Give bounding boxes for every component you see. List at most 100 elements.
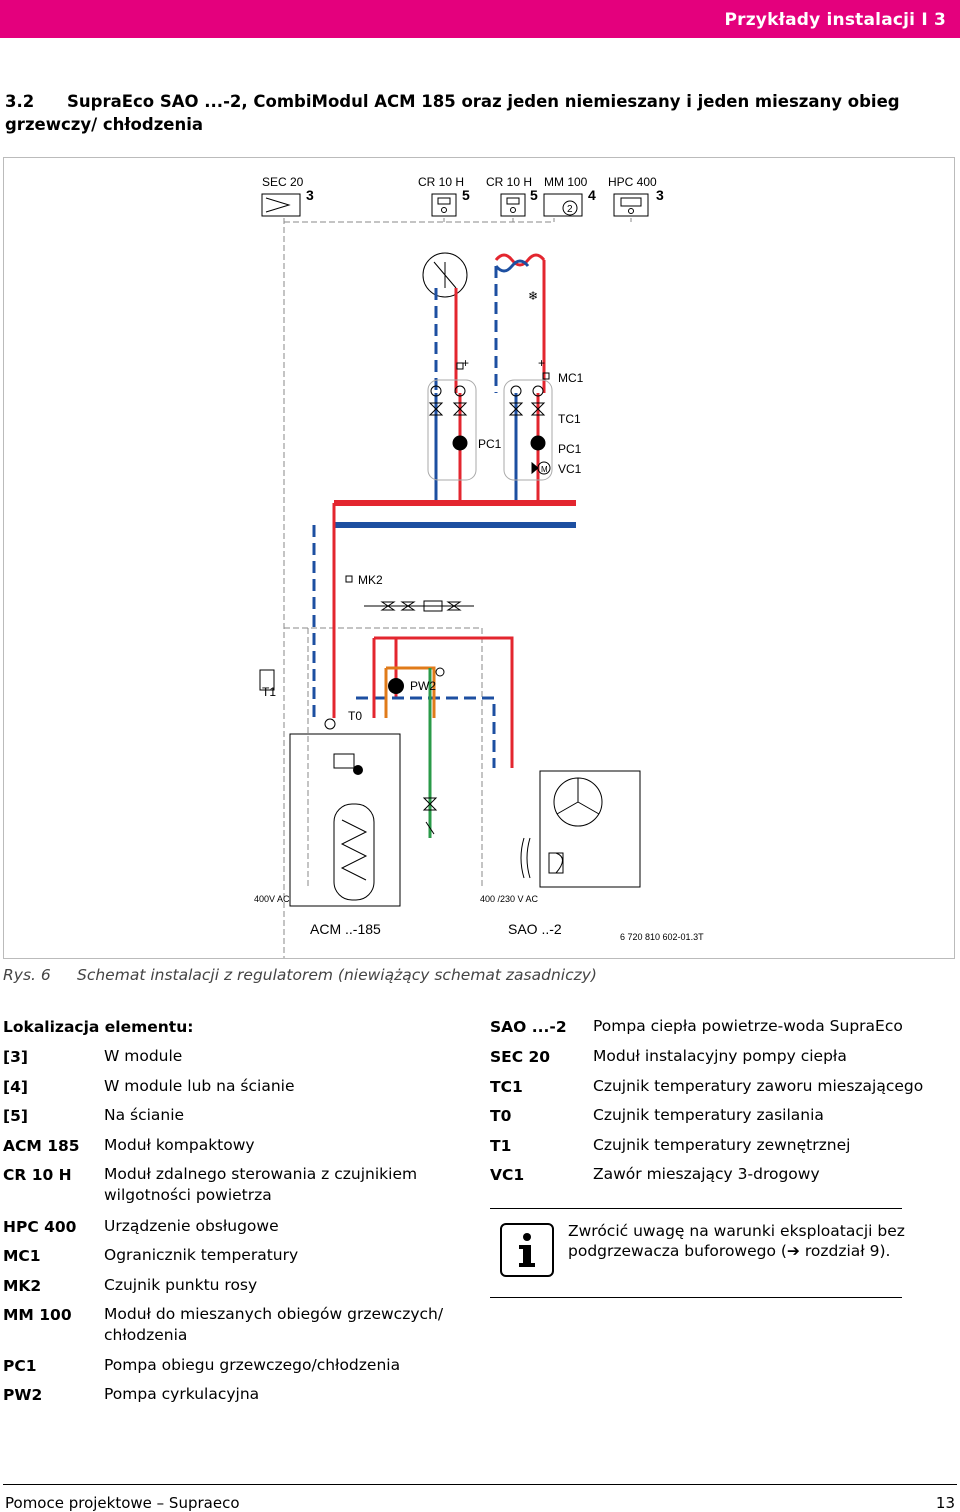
label-mc1: MC1 [558, 371, 584, 385]
label-mk2: MK2 [358, 573, 383, 587]
floor-heating-coil [494, 253, 546, 267]
device-sec20-num: 3 [306, 187, 314, 203]
device-mm100-num: 4 [588, 187, 596, 203]
legend-desc: Na ścianie [104, 1106, 185, 1124]
note-text: Zwrócić uwagę na warunki eksploatacji be… [568, 1222, 905, 1260]
diagram-svg: SEC 20 3 CR 10 H 5 CR 10 H 5 MM 100 4 2 … [254, 175, 704, 958]
radiator-fan-icon [422, 252, 468, 298]
device-sec20-label: SEC 20 [262, 175, 304, 189]
drawing-reference: 6 720 810 602-01.3T [620, 932, 704, 942]
legend-desc: Moduł zdalnego sterowania z czujnikiem w… [104, 1165, 418, 1204]
circuit-2-box [503, 379, 553, 481]
t0-gauge-icon [324, 718, 336, 730]
pump-pc1-right-icon [530, 435, 546, 451]
legend-key: ACM 185 [3, 1137, 80, 1155]
label-t1: T1 [262, 685, 276, 699]
circuit-fittings [428, 362, 551, 475]
motor-label: M [541, 465, 548, 474]
acm-module [289, 733, 401, 907]
plus-sign-1: + [462, 356, 469, 370]
label-tc1: TC1 [558, 412, 581, 426]
legend-desc: Moduł kompaktowy [104, 1136, 255, 1154]
device-mm100-label: MM 100 [544, 175, 588, 189]
section-title-text: SupraEco SAO ...-2, CombiModul ACM 185 o… [5, 92, 900, 134]
page-header-text: Przykłady instalacji I 3 [724, 10, 946, 30]
section-number: 3.2 [5, 92, 35, 111]
legend-desc: Urządzenie obsługowe [104, 1217, 279, 1235]
legend-desc: Czujnik temperatury zasilania [593, 1106, 824, 1124]
legend-desc: Moduł instalacyjny pompy ciepła [593, 1047, 847, 1065]
figure-caption-text: Schemat instalacji z regulatorem (niewią… [77, 966, 597, 984]
device-cr10h-2-num: 5 [530, 187, 538, 203]
label-pc1-right: PC1 [558, 442, 582, 456]
heating-elements: ❄ [422, 252, 546, 303]
legend-key: CR 10 H [3, 1166, 72, 1184]
installation-diagram: SEC 20 3 CR 10 H 5 CR 10 H 5 MM 100 4 2 … [3, 157, 955, 959]
device-cr10h-1-num: 5 [462, 187, 470, 203]
legend-key: [5] [3, 1107, 28, 1125]
legend-desc: Czujnik temperatury zaworu mieszającego [593, 1077, 924, 1095]
label-pc1-left: PC1 [478, 437, 502, 451]
legend-heading: Lokalizacja elementu: [3, 1018, 194, 1036]
label-acm: ACM ..-185 [310, 921, 381, 937]
legend-desc: Zawór mieszający 3-drogowy [593, 1165, 820, 1183]
pw2-pump-icon [388, 678, 404, 694]
legend-key: MC1 [3, 1247, 41, 1265]
label-sao-power: 400 /230 V AC [480, 894, 539, 904]
legend-key: SEC 20 [490, 1048, 551, 1066]
circuit-labels: MC1 TC1 PC1 PC1 VC1 [478, 371, 584, 476]
label-t0: T0 [348, 709, 362, 723]
legend-key: MM 100 [3, 1306, 72, 1324]
legend-desc: Moduł do mieszanych obiegów grzewczych/ … [104, 1305, 444, 1344]
legend-left: Lokalizacja elementu: [3]W module [4]W m… [3, 1018, 473, 1418]
hpc400-icon [613, 193, 649, 217]
figure-caption: Rys. 6 Schemat instalacji z regulatorem (… [3, 966, 597, 984]
snowflake-icon: ❄ [528, 289, 538, 303]
top-devices: SEC 20 3 CR 10 H 5 CR 10 H 5 MM 100 4 2 … [261, 175, 664, 217]
label-acm-power: 400V AC [254, 894, 290, 904]
legend-desc: Pompa obiegu grzewczego/chłodzenia [104, 1356, 401, 1374]
legend-right: SAO ...-2 Pompa ciepła powietrze-woda Sup… [490, 1017, 955, 1198]
legend-key: T0 [490, 1107, 512, 1125]
legend-key: PC1 [3, 1357, 37, 1375]
mk2-sensor-icon [345, 575, 353, 583]
mk2-fittings [364, 600, 474, 612]
sao-unit [539, 770, 641, 888]
control-wiring [283, 218, 632, 958]
note-box: Zwrócić uwagę na warunki eksploatacji be… [490, 1208, 905, 1298]
label-pw2: PW2 [410, 679, 436, 693]
cr10h-2-icon [500, 193, 526, 217]
legend-key: T1 [490, 1137, 512, 1155]
legend-key: VC1 [490, 1166, 525, 1184]
page-number: 13 [935, 1494, 955, 1512]
main-pipes [312, 503, 514, 838]
device-hpc400-label: HPC 400 [608, 175, 657, 189]
t1-sensor-icon [259, 669, 275, 691]
legend-desc: Ogranicznik temperatury [104, 1246, 299, 1264]
legend-desc: W module lub na ścianie [104, 1077, 295, 1095]
device-cr10h-2-label: CR 10 H [486, 175, 532, 189]
label-vc1: VC1 [558, 462, 582, 476]
legend-key: PW2 [3, 1386, 43, 1404]
legend-key: HPC 400 [3, 1218, 77, 1236]
legend-key: [3] [3, 1048, 28, 1066]
legend-key: TC1 [490, 1078, 523, 1096]
info-icon [500, 1223, 554, 1277]
sec20-icon [261, 193, 301, 217]
page-header-bar [0, 0, 960, 38]
legend-desc: Pompa ciepła powietrze-woda SupraEco [593, 1017, 903, 1035]
cr10h-1-icon [431, 193, 457, 217]
plus-sign-2: + [538, 356, 545, 370]
mm100-circle-label: 2 [567, 204, 573, 215]
figure-label: Rys. 6 [3, 966, 51, 984]
acm-tank [333, 803, 375, 901]
legend-desc: Czujnik punktu rosy [104, 1276, 258, 1294]
legend-desc: W module [104, 1047, 183, 1065]
legend-key: SAO ...-2 [490, 1018, 567, 1036]
device-hpc400-num: 3 [656, 187, 664, 203]
label-sao: SAO ..-2 [508, 921, 562, 937]
device-cr10h-1-label: CR 10 H [418, 175, 464, 189]
dhw-fittings [422, 667, 445, 835]
legend-key: MK2 [3, 1277, 42, 1295]
